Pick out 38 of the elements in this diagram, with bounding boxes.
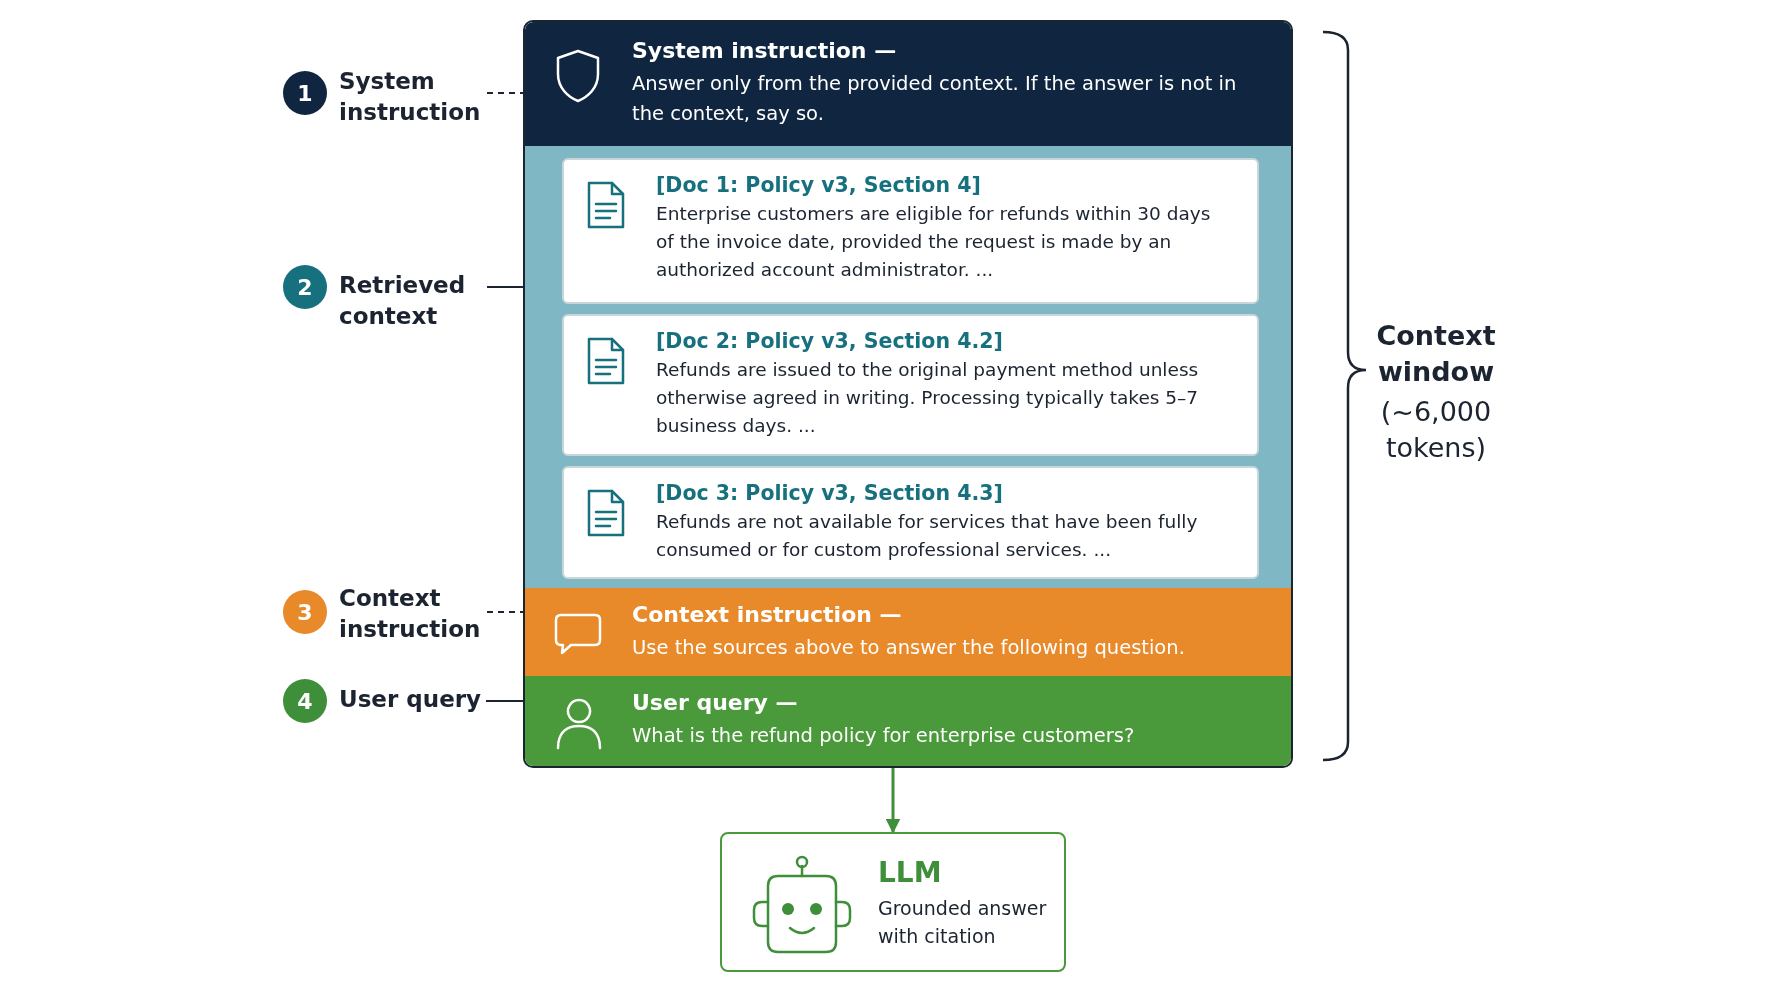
section-text: What is the refund policy for enterprise customers? <box>632 723 1136 749</box>
document-citation: [Doc 2: Policy v3, Section 4.2] <box>656 328 1004 355</box>
connector <box>486 92 524 94</box>
context-window-label: Context window <box>1375 319 1497 389</box>
prompt-section-band <box>525 588 1291 676</box>
token-count-label: (~6,000 tokens) <box>1379 395 1493 465</box>
section-heading: System instruction — <box>632 37 898 65</box>
connector <box>486 611 524 613</box>
callout-text: Context instruction <box>339 584 482 644</box>
document-card <box>562 158 1259 304</box>
section-text: Answer only from the provided context. If the answer is not in the context, say so. <box>632 71 1238 127</box>
section-heading: Context instruction — <box>632 601 903 629</box>
section-text: Use the sources above to answer the following question. <box>632 635 1186 661</box>
connector <box>485 700 524 702</box>
section-heading: User query — <box>632 689 799 717</box>
document-excerpt: Refunds are not available for services that have been fully consumed or for custom professional services. ... <box>656 510 1199 562</box>
llm-box <box>720 832 1066 972</box>
context-window-frame <box>523 20 1293 768</box>
document-citation: [Doc 1: Policy v3, Section 4] <box>656 172 982 199</box>
prompt-section-band <box>525 676 1291 766</box>
document-card <box>562 314 1259 456</box>
callout-number: 4 <box>283 679 327 723</box>
document-card <box>562 466 1259 579</box>
callout-number: 3 <box>283 590 327 634</box>
callout-text: User query <box>339 685 482 714</box>
callout-number: 1 <box>283 71 327 115</box>
llm-description: Grounded answer with citation <box>878 896 1048 949</box>
connector <box>486 286 524 288</box>
prompt-section-band <box>525 22 1291 146</box>
document-excerpt: Enterprise customers are eligible for refunds within 30 days of the invoice date, provided the request is made by an authorized account administrator. ... <box>656 202 1212 282</box>
retrieved-context-panel <box>525 146 1291 588</box>
callout-number: 2 <box>283 265 327 309</box>
document-excerpt: Refunds are issued to the original payment method unless otherwise agreed in writing. Processing typically takes 5–7 business days. ... <box>656 358 1200 438</box>
document-citation: [Doc 3: Policy v3, Section 4.3] <box>656 480 1004 507</box>
callout-text: Retrieved context <box>339 271 467 331</box>
llm-title: LLM <box>878 856 943 890</box>
connector <box>885 768 901 834</box>
callout-text: System instruction <box>339 67 482 127</box>
